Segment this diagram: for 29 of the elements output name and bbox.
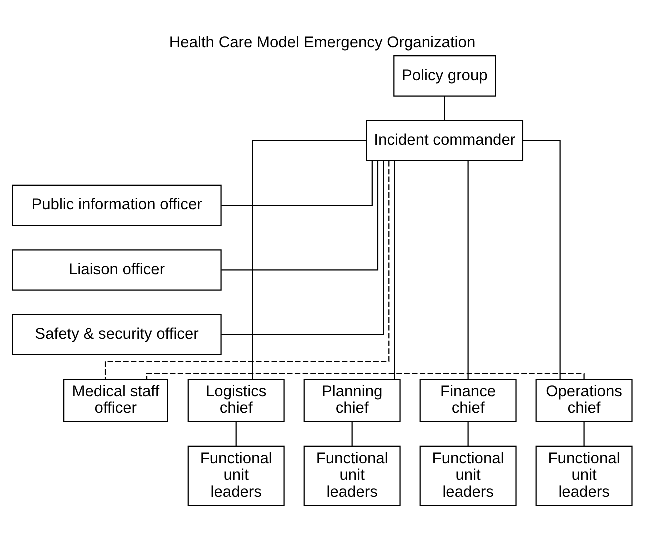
diagram-title: Health Care Model Emergency Organization [169, 34, 476, 51]
connector [222, 160, 373, 206]
node-box: Incident commander [366, 120, 524, 161]
connector [352, 422, 353, 446]
node-box: Functional unit leaders [304, 445, 401, 506]
connector [236, 422, 237, 446]
node-box: Logistics chief [188, 378, 285, 422]
node-box: Medical staff officer [64, 378, 168, 422]
connector [104, 160, 390, 379]
node-box: Planning chief [304, 378, 401, 422]
node-box: Safety & security officer [12, 314, 222, 356]
connector [584, 422, 585, 446]
node-box: Functional unit leaders [536, 445, 633, 506]
connector [146, 372, 585, 379]
connector [523, 140, 561, 379]
connector [444, 96, 446, 120]
connector [222, 160, 379, 270]
connector [468, 422, 469, 446]
node-box: Functional unit leaders [420, 445, 517, 506]
node-box: Liaison officer [12, 249, 222, 290]
node-box: Finance chief [420, 378, 517, 422]
node-box: Functional unit leaders [188, 445, 285, 506]
node-box: Policy group [394, 55, 496, 96]
connector [222, 160, 384, 335]
connector [252, 140, 367, 379]
node-box: Operations chief [536, 378, 633, 422]
connector [394, 160, 396, 379]
connector [468, 160, 469, 379]
node-box: Public information officer [12, 184, 222, 226]
